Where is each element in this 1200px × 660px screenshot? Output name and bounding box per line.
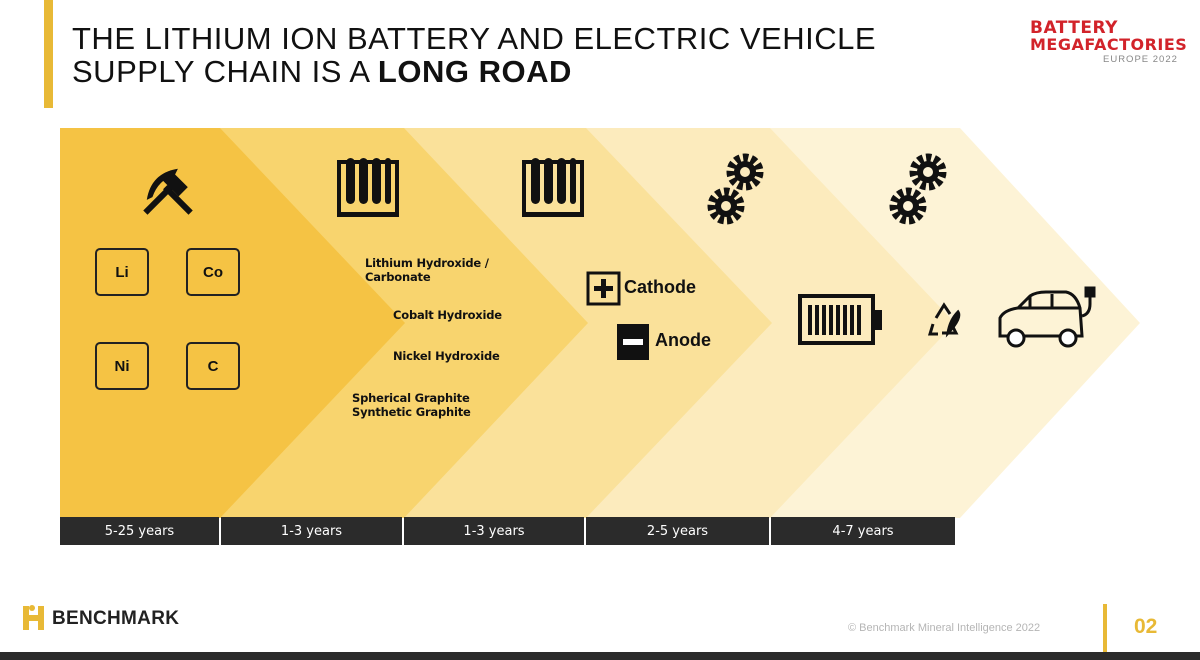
test-tubes-icon: [337, 158, 399, 217]
recycle-icon: [927, 302, 961, 338]
page-accent-bar: [1103, 604, 1107, 660]
element-box-lithium: Li: [95, 248, 149, 296]
gears-icon: [889, 153, 947, 225]
chemical-cobalt: Cobalt Hydroxide: [393, 308, 502, 322]
element-box-carbon: C: [186, 342, 240, 390]
cathode-label: Cathode: [624, 277, 696, 297]
benchmark-brand: BENCHMARK: [52, 608, 180, 629]
element-box-cobalt: Co: [186, 248, 240, 296]
logo-line-1: BATTERY: [1030, 18, 1118, 38]
logo-line-3: EUROPE 2022: [1103, 54, 1178, 65]
copyright-notice: © Benchmark Mineral Intelligence 2022: [848, 622, 1041, 634]
chemical-lithium-line-1: Lithium Hydroxide /: [365, 256, 489, 270]
stage-1-body: [60, 128, 220, 518]
anode-label: Anode: [655, 330, 711, 350]
benchmark-logo: BENCHMARK: [20, 604, 200, 634]
timeline-stage-5: 4-7 years: [771, 517, 955, 545]
logo-line-2: MEGAFACTORIES: [1030, 35, 1188, 54]
supply-chain-flow: [60, 128, 1140, 518]
chemical-graphite-line-1: Spherical Graphite: [352, 391, 470, 405]
title-accent-bar: [44, 0, 53, 108]
bottom-border: [0, 652, 1200, 660]
element-box-nickel: Ni: [95, 342, 149, 390]
page-number: 02: [1134, 615, 1158, 638]
minus-icon: [617, 324, 649, 360]
test-tubes-icon: [522, 158, 584, 217]
chemical-lithium: Lithium Hydroxide / Carbonate: [365, 256, 489, 284]
timeline-stage-4: 2-5 years: [586, 517, 769, 545]
chemical-graphite: Spherical Graphite Synthetic Graphite: [352, 391, 471, 419]
title-line-2: SUPPLY CHAIN IS A: [72, 54, 378, 89]
chemical-nickel: Nickel Hydroxide: [393, 349, 500, 363]
electric-car-icon: [998, 286, 1096, 348]
benchmark-mark-icon: [23, 605, 44, 630]
timeline-stage-2: 1-3 years: [221, 517, 402, 545]
hammer-pick-icon: [143, 168, 193, 215]
chemical-graphite-line-2: Synthetic Graphite: [352, 405, 471, 419]
timeline-stage-1: 5-25 years: [60, 517, 219, 545]
plus-icon: [586, 271, 621, 306]
title-line-1: THE LITHIUM ION BATTERY AND ELECTRIC VEH…: [72, 21, 877, 56]
chemical-lithium-line-2: Carbonate: [365, 270, 431, 284]
title-emphasis: LONG ROAD: [377, 54, 572, 89]
battery-megafactories-logo: BATTERY MEGAFACTORIES EUROPE 2022: [1030, 18, 1187, 70]
page-title: THE LITHIUM ION BATTERY AND ELECTRIC VEH…: [72, 22, 912, 88]
gears-icon: [707, 153, 764, 225]
timeline-stage-3: 1-3 years: [404, 517, 584, 545]
battery-icon: [798, 294, 882, 345]
